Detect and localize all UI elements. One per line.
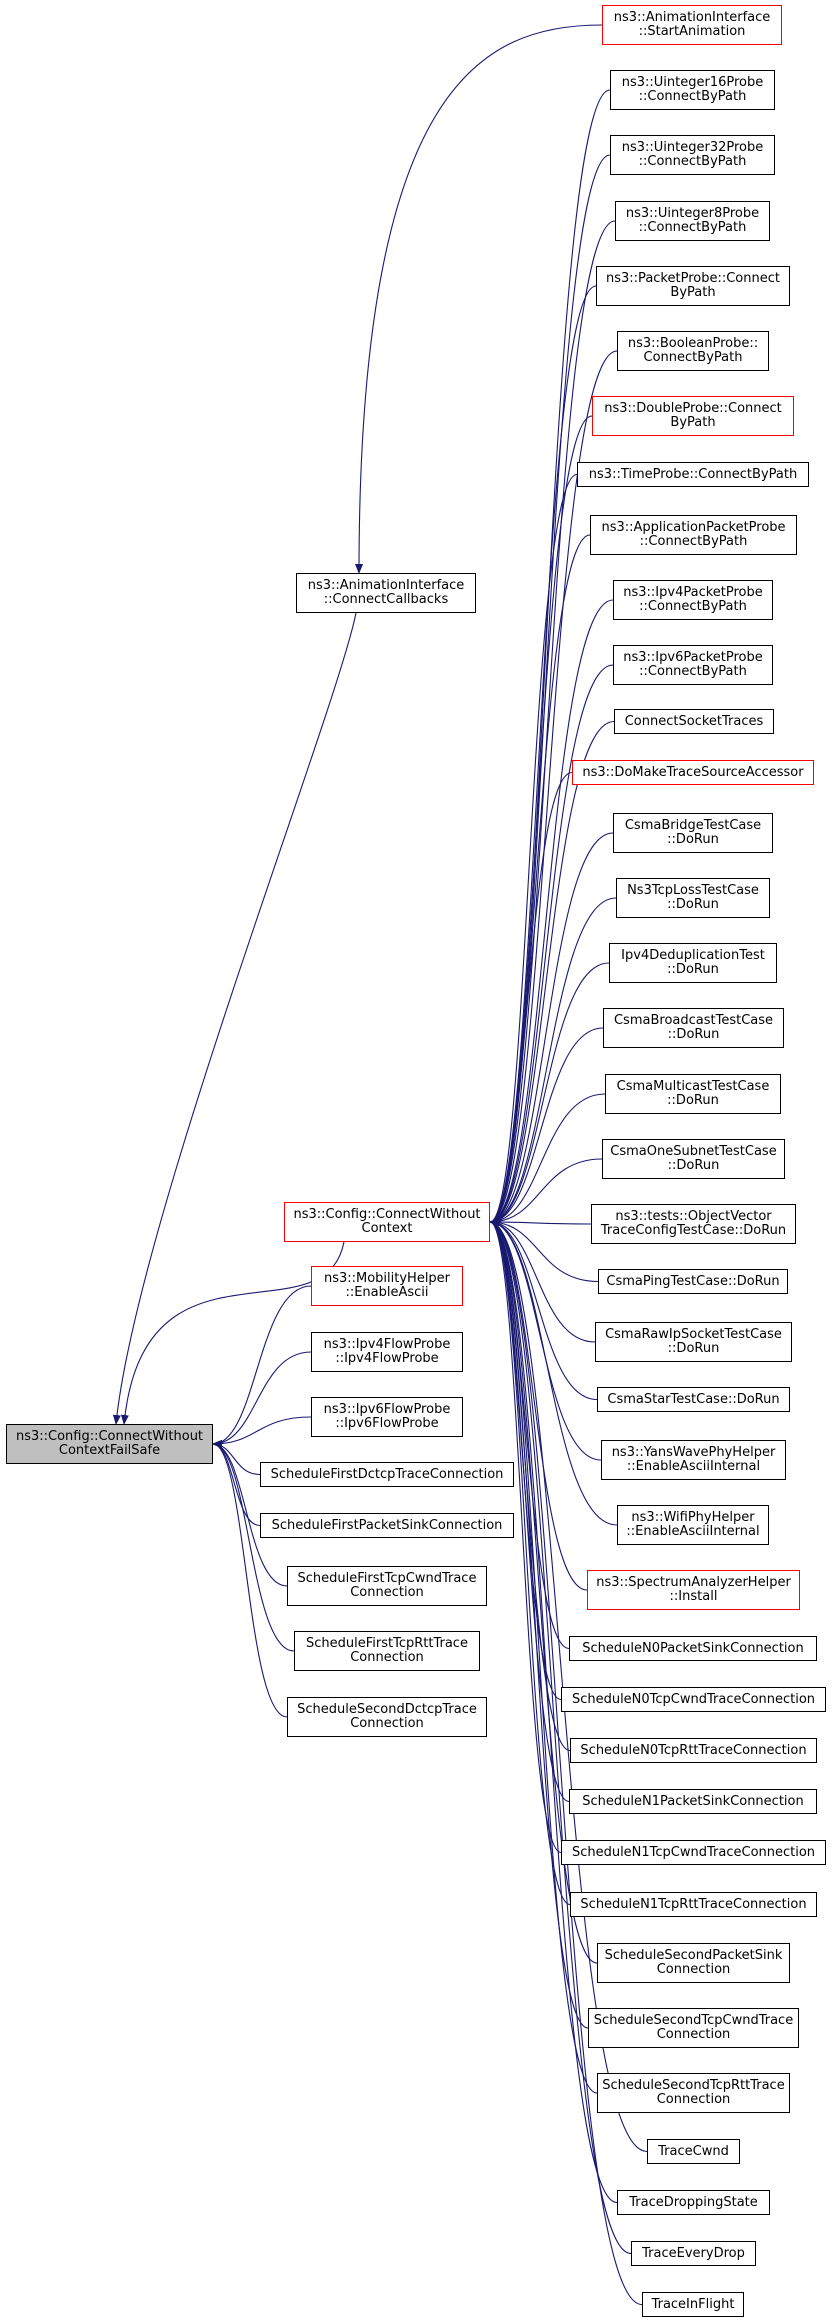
node-secdctcp[interactable]: ScheduleSecondDctcpTrace Connection <box>287 1697 487 1737</box>
node-csmaping[interactable]: CsmaPingTestCase::DoRun <box>598 1269 788 1294</box>
edge-csmarawip-to-cwc <box>489 1218 596 1343</box>
node-ipv4dedup[interactable]: Ipv4DeduplicationTest ::DoRun <box>609 943 777 983</box>
edge-timeprobe-to-cwc <box>489 473 578 1226</box>
edge-firstcwnd-to-root <box>212 1440 288 1587</box>
node-u16[interactable]: ns3::Uinteger16Probe ::ConnectByPath <box>610 70 775 110</box>
edge-secsink-to-cwc <box>489 1218 598 1964</box>
node-ns3tcploss[interactable]: Ns3TcpLossTestCase ::DoRun <box>616 878 770 918</box>
node-firstrtt[interactable]: ScheduleFirstTcpRttTrace Connection <box>294 1631 480 1671</box>
edge-anim_cb-to-root <box>112 612 357 1425</box>
node-appprobe[interactable]: ns3::ApplicationPacketProbe ::ConnectByP… <box>590 515 797 555</box>
node-csmaone[interactable]: CsmaOneSubnetTestCase ::DoRun <box>602 1139 785 1179</box>
node-tracedrop[interactable]: TraceDroppingState <box>617 2190 770 2215</box>
edge-traceinflight-to-cwc <box>489 1218 643 2306</box>
node-n1cwnd[interactable]: ScheduleN1TcpCwndTraceConnection <box>561 1840 826 1865</box>
edge-ipv6probe-to-cwc <box>489 664 614 1226</box>
node-csmamcast[interactable]: CsmaMulticastTestCase ::DoRun <box>605 1074 781 1114</box>
node-traceevery[interactable]: TraceEveryDrop <box>631 2241 756 2266</box>
edge-boolprobe-to-cwc <box>489 350 618 1226</box>
node-ipv6probe[interactable]: ns3::Ipv6PacketProbe ::ConnectByPath <box>613 645 773 685</box>
node-n0cwnd[interactable]: ScheduleN0TcpCwndTraceConnection <box>561 1687 826 1712</box>
edge-ipv6flow-to-root <box>212 1416 312 1448</box>
edge-objvec-to-cwc <box>489 1218 592 1227</box>
node-cwc[interactable]: ns3::Config::ConnectWithout Context <box>284 1202 490 1242</box>
node-firstdctcp[interactable]: ScheduleFirstDctcpTraceConnection <box>260 1462 514 1487</box>
node-timeprobe[interactable]: ns3::TimeProbe::ConnectByPath <box>577 462 809 487</box>
node-root: ns3::Config::ConnectWithout ContextFailS… <box>6 1424 213 1464</box>
edge-doubleprobe-to-cwc <box>489 415 593 1226</box>
edge-ns3tcploss-to-cwc <box>489 897 617 1226</box>
edge-ipv4dedup-to-cwc <box>489 962 610 1226</box>
node-socktraces[interactable]: ConnectSocketTraces <box>614 709 774 734</box>
node-u32[interactable]: ns3::Uinteger32Probe ::ConnectByPath <box>610 135 775 175</box>
node-csmabcast[interactable]: CsmaBroadcastTestCase ::DoRun <box>603 1008 784 1048</box>
edge-ipv4flow-to-root <box>212 1351 312 1448</box>
node-anim_start[interactable]: ns3::AnimationInterface ::StartAnimation <box>602 5 782 45</box>
edge-firstrtt-to-root <box>212 1440 295 1652</box>
node-csmastar[interactable]: CsmaStarTestCase::DoRun <box>597 1387 790 1412</box>
edge-ipv4probe-to-cwc <box>489 599 614 1226</box>
node-anim_cb[interactable]: ns3::AnimationInterface ::ConnectCallbac… <box>296 573 476 613</box>
edge-mobility-to-root <box>212 1285 312 1448</box>
node-secsink[interactable]: ScheduleSecondPacketSink Connection <box>597 1943 790 1983</box>
node-ipv4flow[interactable]: ns3::Ipv4FlowProbe ::Ipv4FlowProbe <box>311 1332 463 1372</box>
node-ipv4probe[interactable]: ns3::Ipv4PacketProbe ::ConnectByPath <box>613 580 773 620</box>
edge-seccwnd-to-cwc <box>489 1218 589 2029</box>
node-objvec[interactable]: ns3::tests::ObjectVector TraceConfigTest… <box>591 1204 796 1244</box>
node-u8[interactable]: ns3::Uinteger8Probe ::ConnectByPath <box>615 201 770 241</box>
edge-u8-to-cwc <box>489 220 616 1226</box>
node-ipv6flow[interactable]: ns3::Ipv6FlowProbe ::Ipv6FlowProbe <box>311 1397 463 1437</box>
edge-secdctcp-to-root <box>212 1440 288 1718</box>
node-spectrum[interactable]: ns3::SpectrumAnalyzerHelper ::Install <box>587 1570 800 1610</box>
edge-csmaping-to-cwc <box>489 1218 599 1283</box>
edge-anim_start-to-anim_cb <box>355 24 603 574</box>
node-doubleprobe[interactable]: ns3::DoubleProbe::Connect ByPath <box>592 396 794 436</box>
edge-wifiphy-to-cwc <box>489 1218 618 1526</box>
node-csmarawip[interactable]: CsmaRawIpSocketTestCase ::DoRun <box>595 1322 792 1362</box>
edge-domake-to-cwc <box>489 771 573 1226</box>
node-csmabridge[interactable]: CsmaBridgeTestCase ::DoRun <box>613 813 773 853</box>
node-n0rtt[interactable]: ScheduleN0TcpRttTraceConnection <box>570 1738 817 1763</box>
edge-tracedrop-to-cwc <box>489 1218 618 2204</box>
edge-spectrum-to-cwc <box>489 1218 588 1591</box>
node-mobility[interactable]: ns3::MobilityHelper ::EnableAscii <box>311 1266 463 1306</box>
node-boolprobe[interactable]: ns3::BooleanProbe:: ConnectByPath <box>617 331 769 371</box>
node-seccwnd[interactable]: ScheduleSecondTcpCwndTrace Connection <box>588 2008 799 2048</box>
edge-csmabridge-to-cwc <box>489 832 614 1226</box>
node-yans[interactable]: ns3::YansWavePhyHelper ::EnableAsciiInte… <box>601 1440 786 1480</box>
node-domake[interactable]: ns3::DoMakeTraceSourceAccessor <box>572 760 814 785</box>
node-tracecwnd[interactable]: TraceCwnd <box>647 2139 740 2164</box>
edge-csmamcast-to-cwc <box>489 1093 606 1226</box>
edge-csmabcast-to-cwc <box>489 1027 604 1226</box>
node-traceinflight[interactable]: TraceInFlight <box>642 2292 744 2317</box>
node-n1sink[interactable]: ScheduleN1PacketSinkConnection <box>569 1789 817 1814</box>
node-wifiphy[interactable]: ns3::WifiPhyHelper ::EnableAsciiInternal <box>617 1505 769 1545</box>
node-secrtt[interactable]: ScheduleSecondTcpRttTrace Connection <box>597 2073 790 2113</box>
edge-socktraces-to-cwc <box>489 720 615 1226</box>
edge-csmastar-to-cwc <box>489 1218 598 1401</box>
node-n0sink[interactable]: ScheduleN0PacketSinkConnection <box>569 1636 817 1661</box>
node-firstsink[interactable]: ScheduleFirstPacketSinkConnection <box>260 1513 514 1538</box>
node-packetprobe[interactable]: ns3::PacketProbe::Connect ByPath <box>596 266 790 306</box>
edge-packetprobe-to-cwc <box>489 285 597 1226</box>
node-firstcwnd[interactable]: ScheduleFirstTcpCwndTrace Connection <box>287 1566 487 1606</box>
node-n1rtt[interactable]: ScheduleN1TcpRttTraceConnection <box>570 1892 817 1917</box>
edge-csmaone-to-cwc <box>489 1158 603 1226</box>
